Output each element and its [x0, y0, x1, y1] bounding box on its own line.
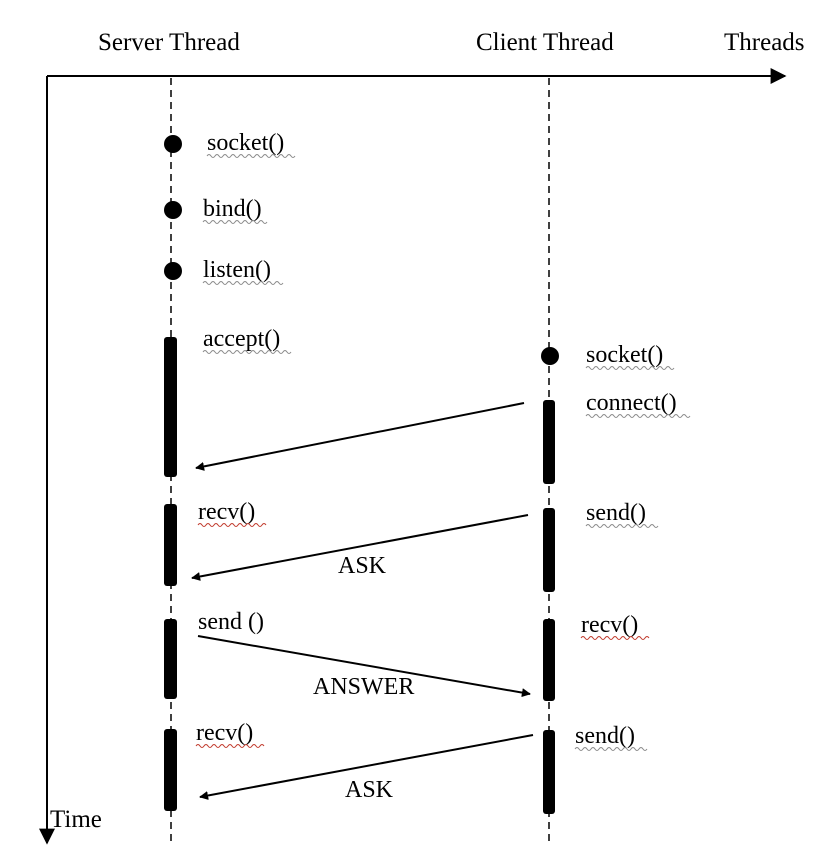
- server-send-bar: [164, 619, 177, 699]
- spellcheck-underline: [197, 523, 267, 527]
- server-recv-label-2: recv(): [196, 720, 253, 746]
- spellcheck-underline: [206, 154, 296, 158]
- client-send-bar-1: [543, 508, 555, 592]
- server-send-label: send (): [198, 609, 264, 635]
- ask-arrow-2: [199, 734, 534, 800]
- answer-label: ANSWER: [313, 674, 414, 700]
- spellcheck-underline: [202, 281, 284, 285]
- ask-label-1: ASK: [338, 553, 387, 579]
- server-accept-bar: [164, 337, 177, 477]
- answer-arrow: [197, 635, 531, 698]
- server-bind-label: bind(): [203, 196, 262, 222]
- client-recv-label: recv(): [581, 612, 638, 638]
- time-axis-label: Time: [50, 806, 102, 833]
- server-bind-dot: [164, 201, 182, 219]
- client-send-label-2: send(): [575, 723, 635, 749]
- server-socket-label: socket(): [207, 130, 284, 156]
- server-recv-bar-1: [164, 504, 177, 586]
- client-connect-bar: [543, 400, 555, 484]
- spellcheck-underline: [585, 414, 691, 418]
- client-thread-header: Client Thread: [476, 29, 614, 56]
- server-socket-dot: [164, 135, 182, 153]
- spellcheck-underline: [202, 220, 268, 224]
- client-send-label-1: send(): [586, 500, 646, 526]
- server-listen-label: listen(): [203, 257, 271, 283]
- spellcheck-underline: [585, 366, 675, 370]
- client-send-bar-2: [543, 730, 555, 814]
- threads-axis-label: Threads: [724, 29, 805, 56]
- server-recv-label-1: recv(): [198, 499, 255, 525]
- spellcheck-underline: [574, 747, 648, 751]
- spellcheck-underline: [202, 350, 292, 354]
- server-thread-header: Server Thread: [98, 29, 240, 56]
- server-recv-bar-2: [164, 729, 177, 811]
- client-socket-label: socket(): [586, 342, 663, 368]
- spellcheck-underline: [580, 636, 650, 640]
- connect-arrow: [195, 402, 525, 471]
- server-accept-label: accept(): [203, 326, 280, 352]
- client-recv-bar: [543, 619, 555, 701]
- spellcheck-underline: [585, 524, 659, 528]
- server-listen-dot: [164, 262, 182, 280]
- spellcheck-underline: [195, 744, 265, 748]
- client-socket-dot: [541, 347, 559, 365]
- ask-label-2: ASK: [345, 777, 394, 803]
- ask-arrow-1: [191, 514, 529, 581]
- client-connect-label: connect(): [586, 390, 677, 416]
